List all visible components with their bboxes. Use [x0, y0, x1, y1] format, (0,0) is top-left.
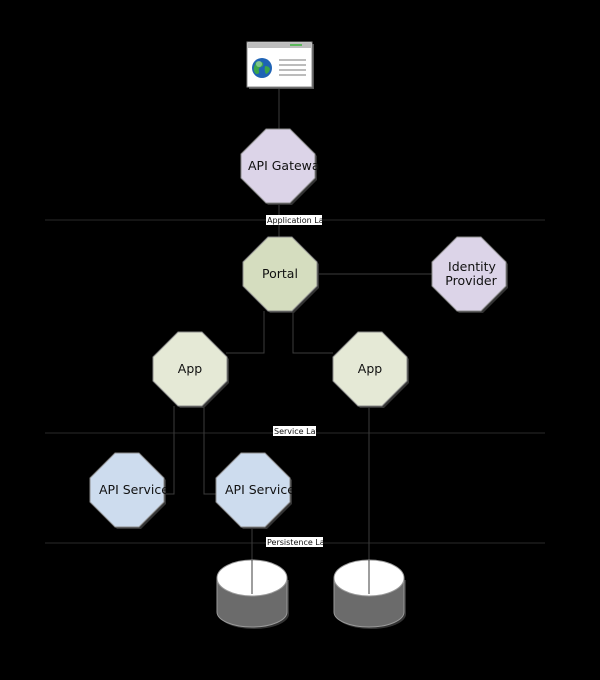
application-layer-label: Application Layer	[267, 216, 337, 225]
browser-window	[246, 41, 314, 89]
connector-app-service-right	[203, 406, 216, 495]
portal-node[interactable]: Portal	[242, 236, 319, 313]
portal-label: Portal	[262, 266, 298, 281]
database-right[interactable]	[333, 559, 406, 629]
connector-portal-app-right	[292, 311, 333, 354]
service-layer-label: Service Layer	[274, 427, 329, 436]
api-service-right-label: API Service	[225, 482, 295, 497]
service-layer-tag: Service Layer	[273, 426, 329, 436]
api-gateway-label: API Gateway	[248, 158, 328, 173]
api-gateway-node[interactable]: API Gateway	[240, 128, 328, 205]
database-cylinder-icon	[333, 559, 406, 629]
persistence-layer-tag: Persistence Layer	[266, 537, 338, 547]
app-right-node[interactable]: App	[332, 331, 409, 408]
database-cylinder-icon	[216, 559, 289, 629]
app-right-label: App	[358, 361, 382, 376]
persistence-layer-label: Persistence Layer	[267, 538, 338, 547]
globe-browser-icon	[252, 58, 272, 78]
api-service-left-label: API Service	[99, 482, 169, 497]
connector-app-service-left	[163, 406, 175, 495]
app-left-node[interactable]: App	[152, 331, 229, 408]
application-layer-tag: Application Layer	[266, 215, 337, 225]
identity-provider-label-line1: Identity	[448, 259, 497, 274]
connector-portal-app-left	[226, 311, 265, 354]
identity-provider-node[interactable]: Identity Provider	[431, 236, 508, 313]
app-left-label: App	[178, 361, 202, 376]
api-service-right-node[interactable]: API Service	[215, 452, 295, 529]
api-service-left-node[interactable]: API Service	[89, 452, 169, 529]
identity-provider-label-line2: Provider	[445, 273, 497, 288]
database-left[interactable]	[216, 559, 289, 629]
